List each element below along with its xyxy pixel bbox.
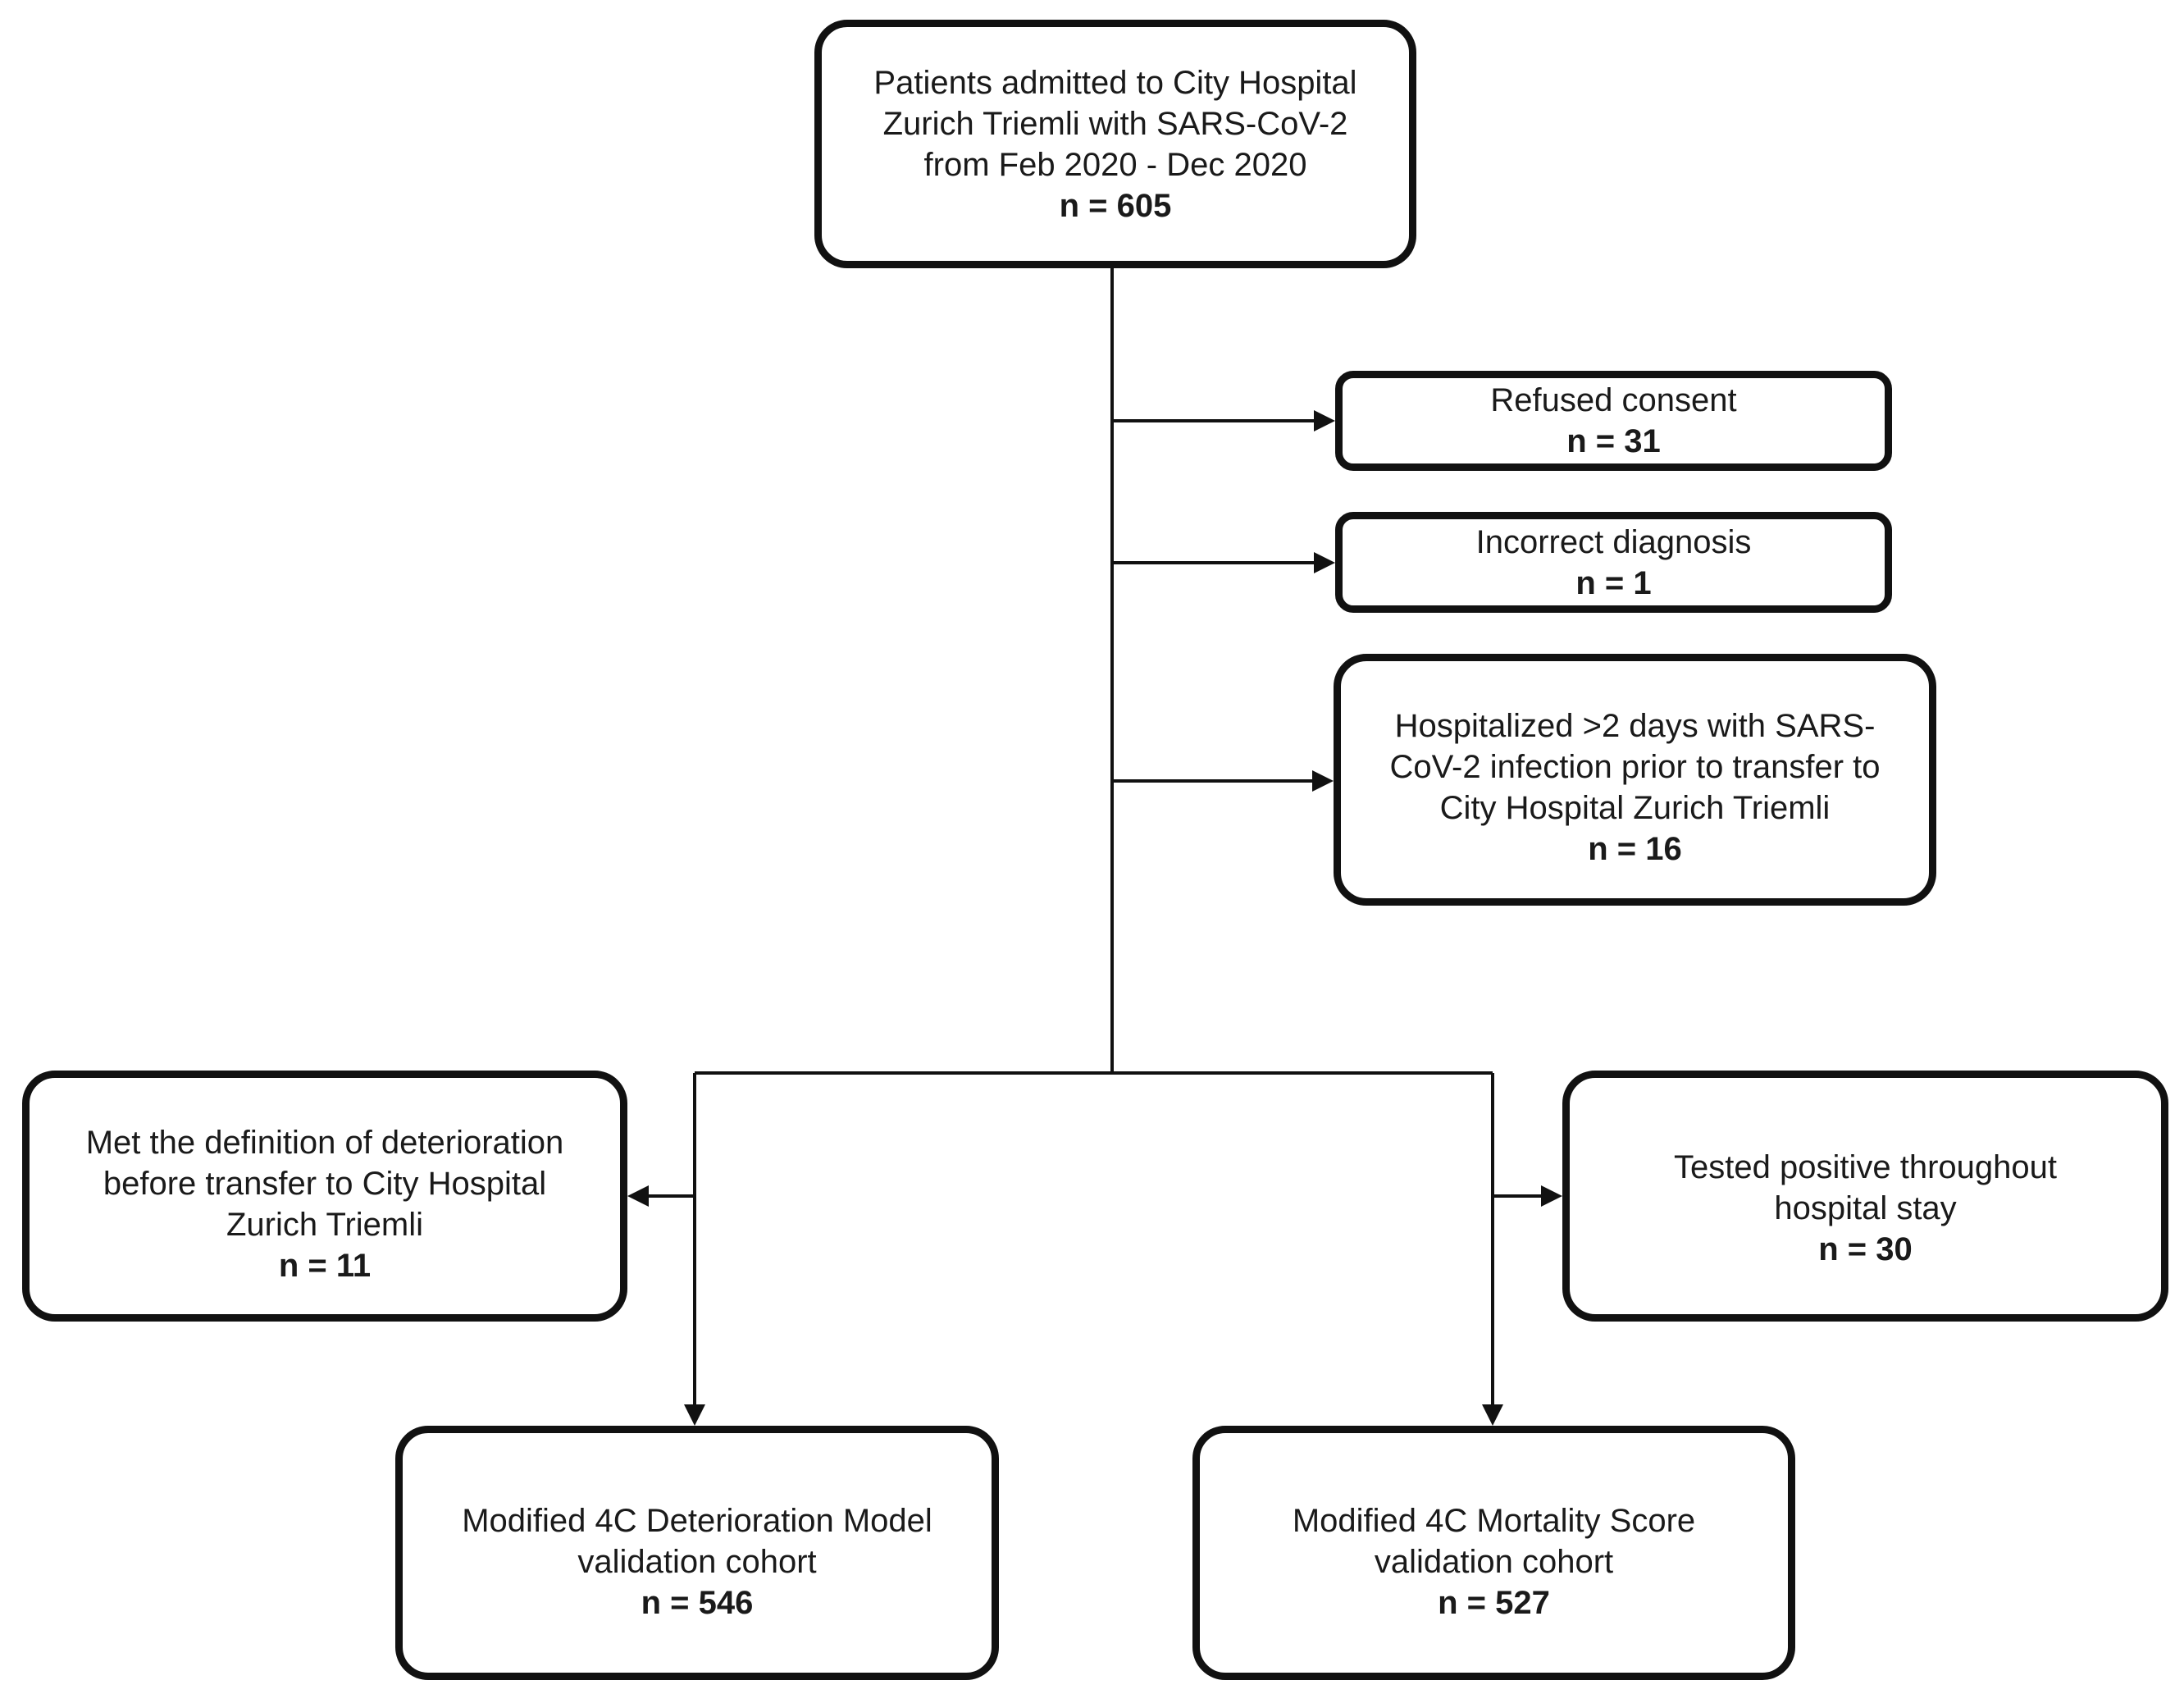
arrowhead-incorrect-icon	[1314, 552, 1335, 573]
arrowhead-deterioration-icon	[627, 1185, 649, 1207]
box-text-line: Zurich Triemli	[226, 1207, 424, 1243]
box-text-line: Hospitalized >2 days with SARS-	[1394, 708, 1876, 744]
admitted-patients-box: Patients admitted to City Hospital Zuric…	[814, 20, 1416, 268]
box-count: n = 527	[1438, 1585, 1550, 1621]
mortality-score-cohort-box: Modified 4C Mortality Score validation c…	[1192, 1426, 1795, 1680]
box-text-line: Zurich Triemli with SARS-CoV-2	[882, 105, 1348, 142]
box-text-line: validation cohort	[577, 1544, 817, 1580]
box-text-line: Patients admitted to City Hospital	[873, 64, 1357, 101]
box-count: n = 16	[1588, 831, 1682, 867]
arrowhead-hospitalized-icon	[1312, 770, 1334, 792]
deterioration-before-transfer-box: Met the definition of deterioration befo…	[22, 1071, 627, 1322]
arrowhead-refused-icon	[1314, 410, 1335, 431]
box-text-line: Met the definition of deterioration	[85, 1125, 564, 1161]
box-text-line: Tested positive throughout	[1674, 1149, 2057, 1185]
arrowhead-model-icon	[684, 1404, 705, 1426]
box-count: n = 1	[1575, 564, 1652, 601]
arrowhead-score-icon	[1482, 1404, 1503, 1426]
deterioration-model-cohort-box: Modified 4C Deterioration Model validati…	[395, 1426, 999, 1680]
tested-positive-box: Tested positive throughout hospital stay…	[1562, 1071, 2168, 1322]
box-count: n = 546	[641, 1585, 754, 1621]
hospitalized-before-transfer-box: Hospitalized >2 days with SARS- CoV-2 in…	[1334, 654, 1936, 906]
box-count: n = 31	[1566, 423, 1661, 459]
arrowhead-positive-icon	[1541, 1185, 1562, 1207]
box-text-line: CoV-2 infection prior to transfer to	[1389, 749, 1881, 785]
box-text-line: Incorrect diagnosis	[1475, 523, 1752, 560]
box-text-line: Modified 4C Mortality Score	[1292, 1503, 1696, 1539]
box-text-line: Modified 4C Deterioration Model	[462, 1503, 932, 1539]
incorrect-diagnosis-box: Incorrect diagnosis n = 1	[1335, 512, 1892, 613]
box-text-line: from Feb 2020 - Dec 2020	[923, 146, 1307, 183]
box-text-line: hospital stay	[1774, 1190, 1957, 1226]
box-count: n = 11	[278, 1248, 372, 1284]
refused-consent-box: Refused consent n = 31	[1335, 371, 1892, 471]
box-text-line: Refused consent	[1490, 382, 1737, 418]
box-count: n = 30	[1818, 1231, 1913, 1267]
box-count: n = 605	[1059, 187, 1172, 224]
box-text-line: validation cohort	[1374, 1544, 1614, 1580]
box-text-line: before transfer to City Hospital	[103, 1166, 547, 1202]
box-text-line: City Hospital Zurich Triemli	[1439, 790, 1831, 826]
